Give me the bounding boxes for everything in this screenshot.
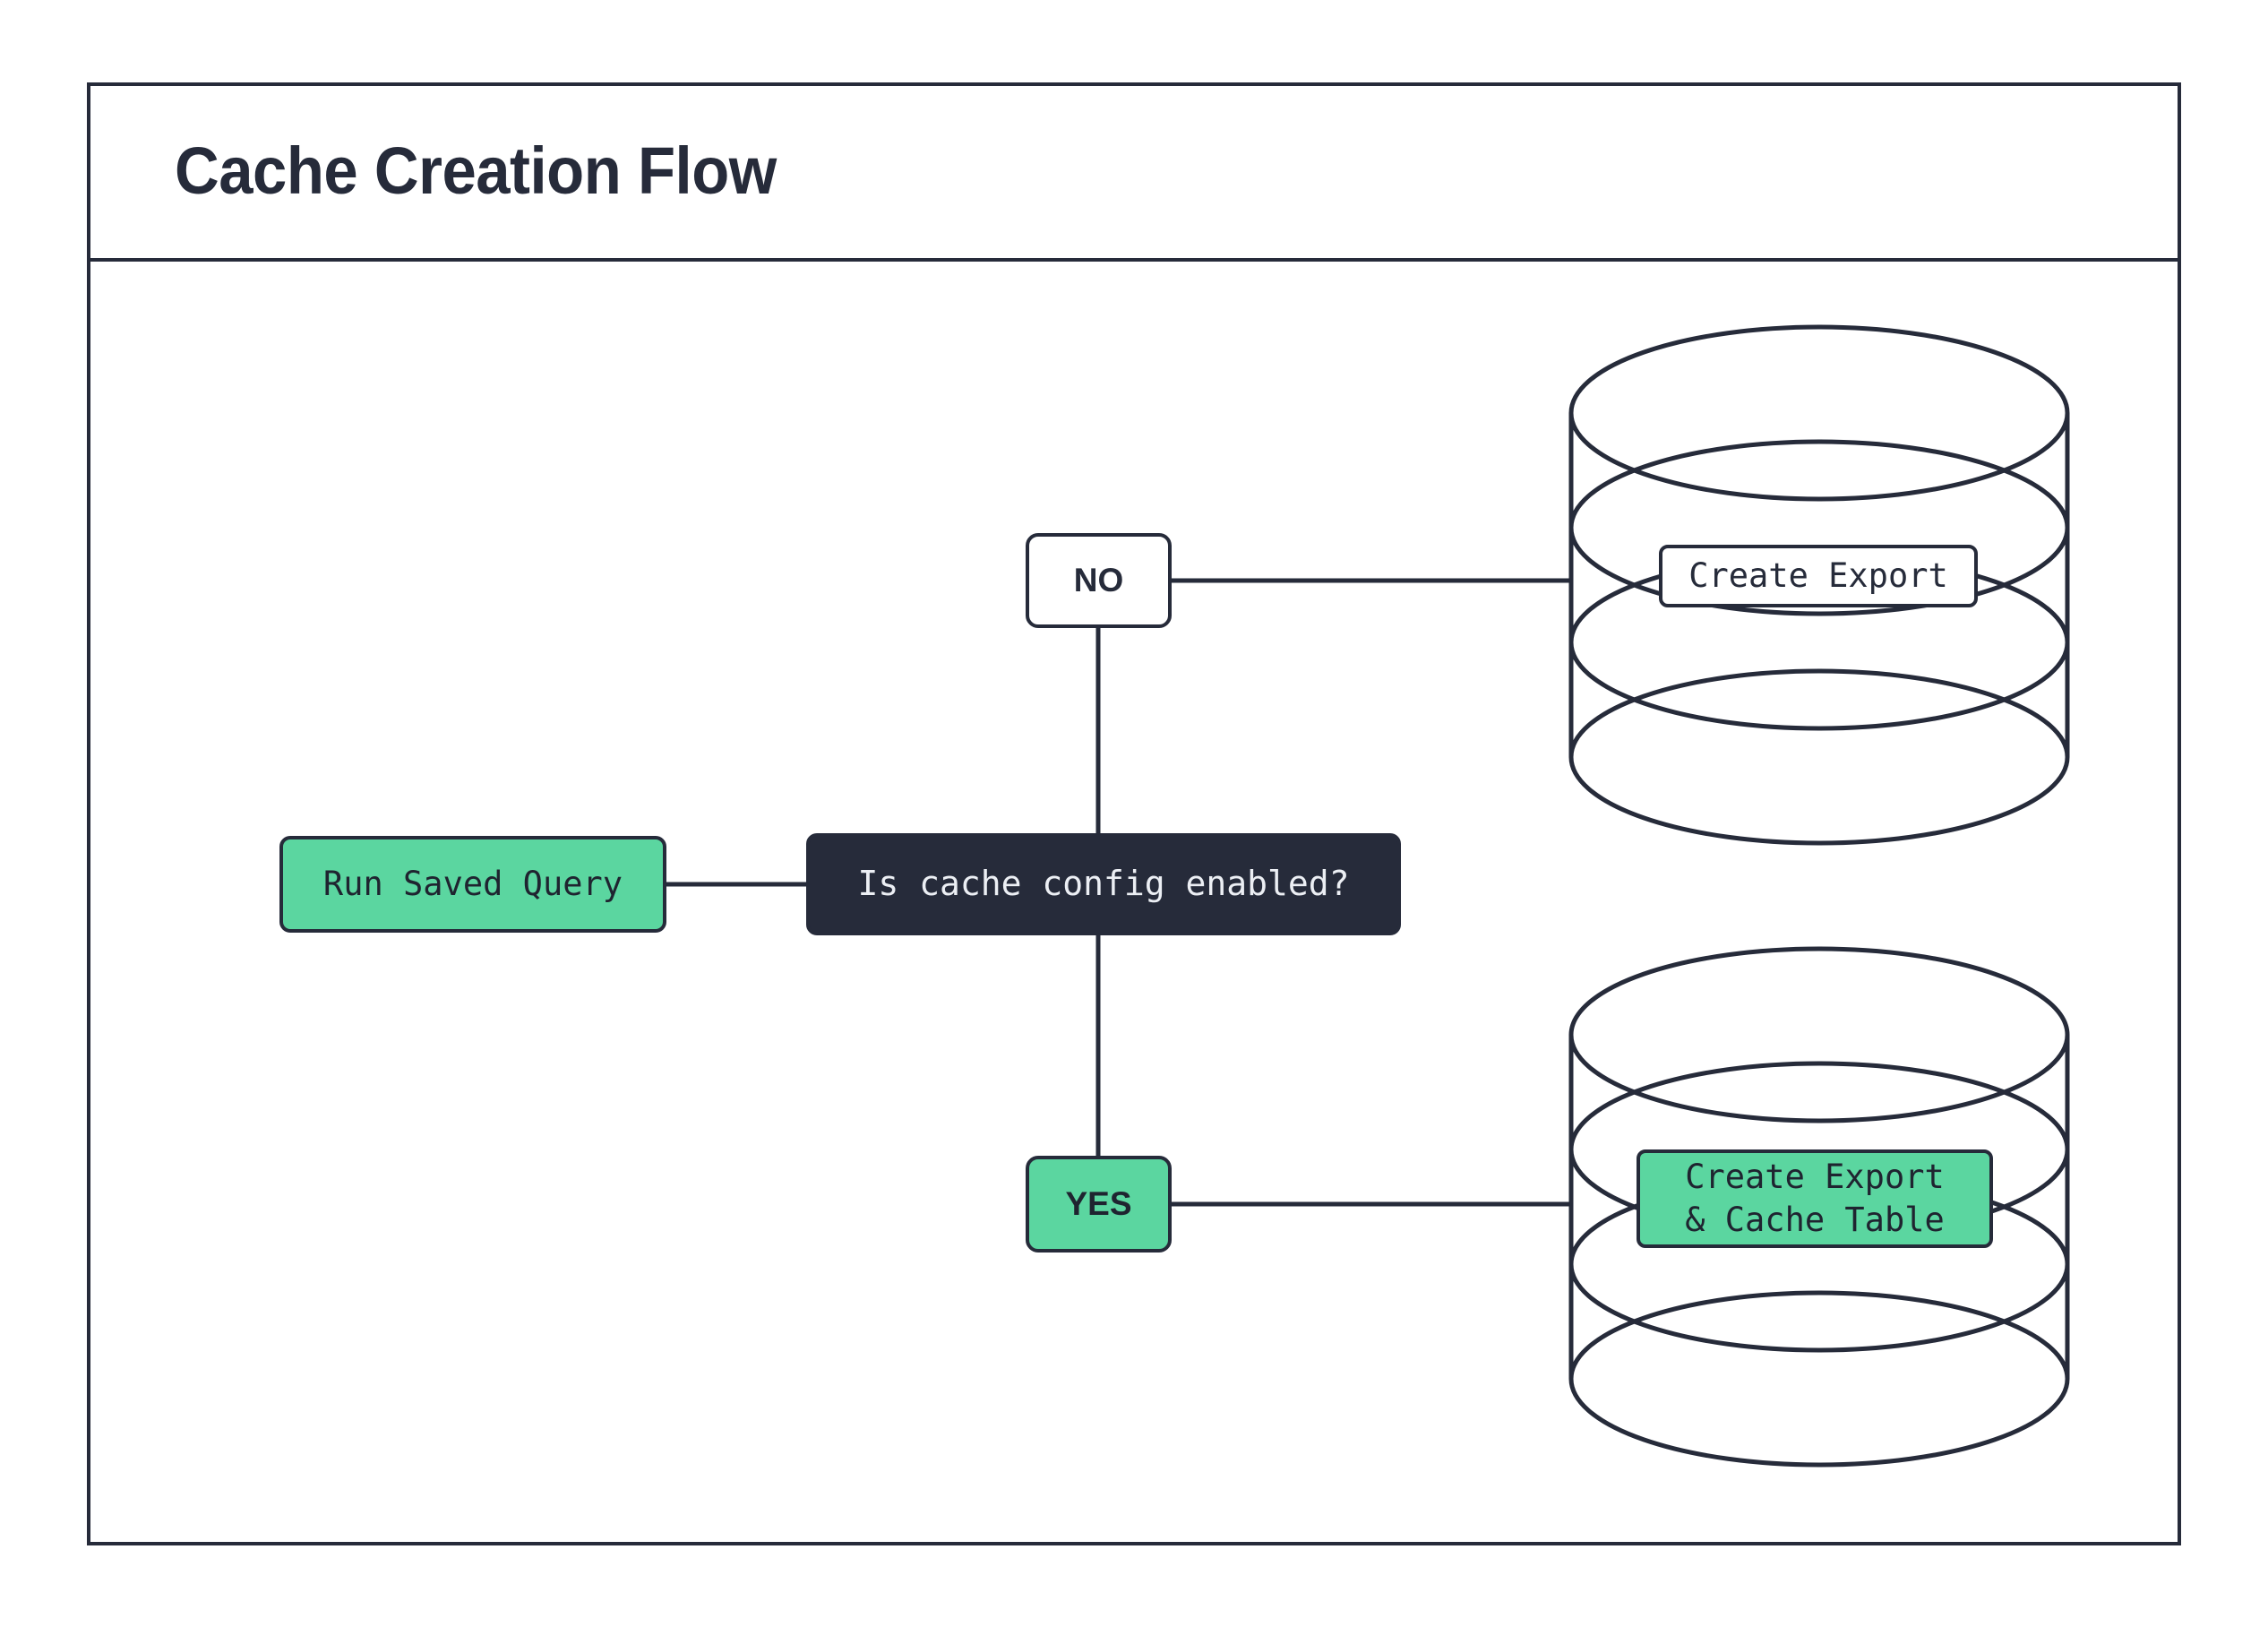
node-run-saved-query[interactable]: Run Saved Query: [279, 836, 666, 933]
database-bottom-label-box[interactable]: Create Export & Cache Table: [1637, 1149, 1993, 1248]
node-run-saved-query-label: Run Saved Query: [322, 864, 623, 903]
node-branch-yes[interactable]: YES: [1026, 1156, 1172, 1253]
node-branch-no-label: NO: [1073, 561, 1124, 598]
database-bottom-label: Create Export & Cache Table: [1685, 1157, 1945, 1239]
node-decision-cache-config[interactable]: Is cache config enabled?: [806, 833, 1401, 935]
database-top-label-box[interactable]: Create Export: [1659, 545, 1978, 607]
database-top-label: Create Export: [1688, 555, 1948, 595]
page-title: Cache Creation Flow: [175, 133, 777, 208]
diagram-frame: [87, 82, 2181, 1545]
node-branch-no[interactable]: NO: [1026, 533, 1172, 628]
node-decision-label: Is cache config enabled?: [857, 864, 1350, 904]
diagram-title-bar: Cache Creation Flow: [87, 82, 2181, 262]
node-branch-yes-label: YES: [1065, 1184, 1132, 1222]
